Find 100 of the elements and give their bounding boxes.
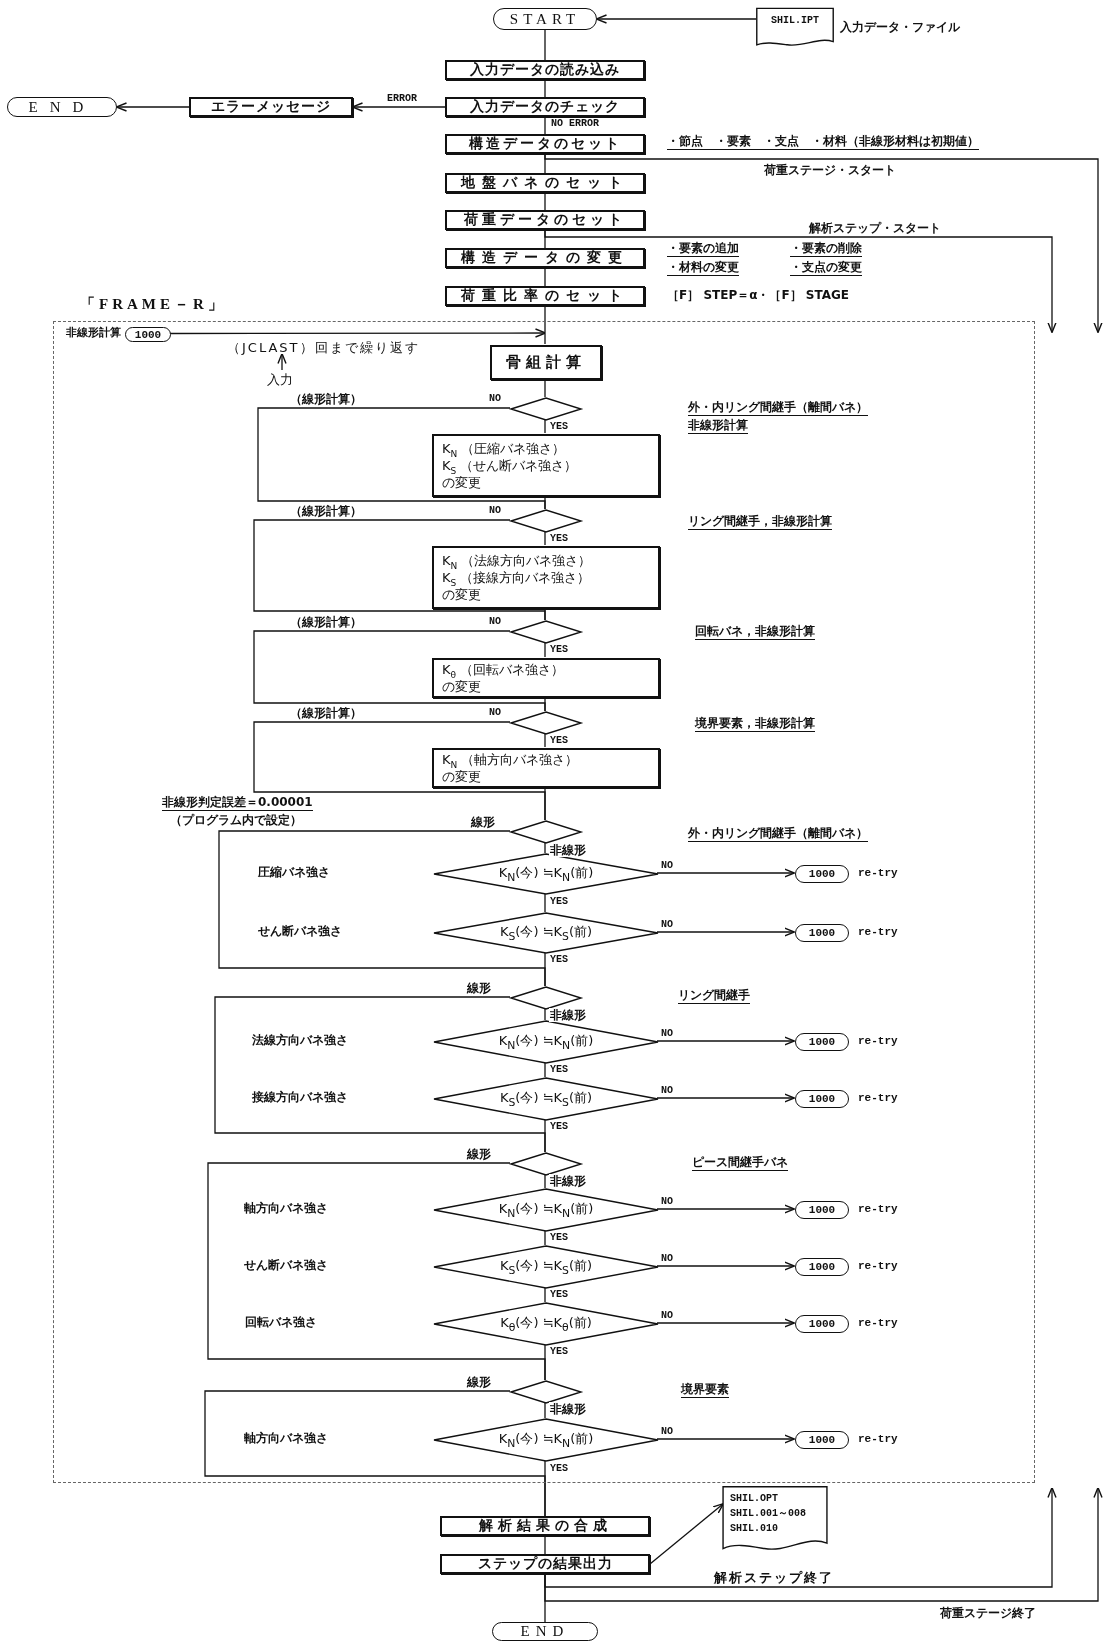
step-text: K$_{S}$ （せん断バネ強さ）: [442, 457, 578, 474]
retry-text: re-try: [858, 1316, 898, 1331]
process-box: [445, 97, 645, 117]
arrow: [544, 1486, 1057, 1588]
step-text: ステップの結果出力: [477, 1555, 613, 1573]
step-text: 1000: [808, 927, 836, 939]
retry-text: re-try: [858, 925, 898, 940]
note-text: 境界要素: [681, 1382, 729, 1398]
process-box: [440, 1516, 650, 1536]
step-text: K$_{N}$ （軸方向バネ強さ）: [442, 751, 579, 768]
step-text: 入力データの読み込み: [470, 61, 620, 79]
process-box: [445, 248, 645, 268]
flow-line: [544, 951, 546, 987]
process-box: [445, 134, 645, 154]
note-text: 入力: [267, 371, 299, 387]
flow-line: [544, 1573, 546, 1623]
flow-line: [544, 641, 546, 658]
decision-diamond: [434, 1078, 658, 1120]
flow-line: [544, 732, 546, 748]
flow-line: [544, 1007, 546, 1021]
note-text: ・節点 ・要素 ・支点 ・材料（非線形材料は初期値）: [667, 134, 979, 150]
decision-diamond: [511, 987, 581, 1009]
decision-diamond: [511, 821, 581, 843]
terminator: [492, 1622, 598, 1641]
edge-label: 非線形: [549, 1402, 587, 1416]
decision-diamond: [434, 1303, 658, 1345]
flow-line: [544, 607, 546, 621]
step-text: の変更: [442, 678, 481, 695]
note-text: せん断バネ強さ: [244, 1258, 328, 1273]
note-text: 接線方向バネ強さ: [252, 1090, 348, 1105]
condition-text: K$_{N}$(今) ≒K$_{N}$(前): [498, 864, 594, 884]
edge-label: 線形: [466, 1375, 492, 1389]
condition-text: K$_{N}$(今) ≒K$_{N}$(前): [498, 1430, 594, 1450]
document-symbol: [756, 8, 834, 48]
step-text: 構造データの変更: [461, 249, 629, 267]
step-text: の変更: [442, 586, 481, 603]
note-text: 外・内リング間継手（離間バネ）: [688, 400, 868, 416]
edge-label: 線形: [470, 815, 496, 829]
note-text: 法線方向バネ強さ: [252, 1033, 348, 1048]
step-text: K$_{S}$ （接線方向バネ強さ）: [442, 569, 591, 586]
note-text: （JCLAST）回まで繰り返す: [227, 339, 477, 355]
note-text: ［F］ STEP＝α・［F］ STAGE: [667, 288, 850, 303]
step-text: 荷重データのセット: [464, 211, 626, 229]
step-text: K$_{N}$ （圧縮バネ強さ）: [442, 440, 566, 457]
file-name: SHIL.OPT: [730, 1492, 778, 1506]
flow-line: [544, 1061, 546, 1078]
decision-diamond: [511, 712, 581, 734]
decision-diamond: [511, 398, 581, 420]
step-text: START: [509, 10, 581, 28]
process-box: [445, 60, 645, 80]
step-text: の変更: [442, 768, 481, 785]
note-text: （線形計算）: [290, 504, 362, 519]
decision-diamond: [511, 621, 581, 643]
edge-label: 非線形: [549, 843, 587, 857]
flow-line: [544, 1343, 546, 1381]
arrow: [277, 352, 287, 371]
retry-text: 非線形計算: [66, 326, 121, 341]
step-text: 荷重比率のセット: [461, 287, 629, 305]
edge-label: 荷重ステージ・スタート: [763, 163, 897, 177]
decision-diamond: [434, 1419, 658, 1461]
flow-line: [544, 892, 546, 913]
flow-line: [544, 1459, 546, 1517]
step-text: の変更: [442, 474, 481, 491]
condition-text: K$_{S}$(今) ≒K$_{S}$(前): [499, 923, 593, 943]
edge-label: 荷重ステージ終了: [939, 1606, 1037, 1620]
frame-title: 「FRAME－R」: [80, 295, 227, 314]
file-name: SHIL.IPT: [771, 14, 819, 28]
note-text: 外・内リング間継手（離間バネ）: [688, 826, 868, 842]
decision-diamond: [511, 1153, 581, 1175]
arrow: [656, 1093, 796, 1103]
terminator: [7, 97, 117, 117]
arrow: [544, 153, 1103, 334]
flow-line: [544, 1401, 546, 1419]
arrow: [544, 229, 1057, 334]
note-text: 回転バネ強さ: [245, 1315, 317, 1330]
flow-line: [544, 29, 546, 61]
note-text: 回転バネ，非線形計算: [695, 624, 815, 640]
note-text: ・要素の削除: [790, 241, 862, 257]
file-name: SHIL.001～008: [730, 1507, 806, 1521]
arrow: [656, 1036, 796, 1046]
retry-text: re-try: [858, 1091, 898, 1106]
arrow: [595, 14, 757, 24]
note-text: 軸方向バネ強さ: [244, 1431, 328, 1446]
step-text: 1000: [808, 1093, 836, 1105]
note-text: （線形計算）: [290, 706, 362, 721]
arrow: [656, 1261, 796, 1271]
process-box: [432, 748, 660, 788]
arrow: [656, 1204, 796, 1214]
step-text: K$_{θ}$ （回転バネ強さ）: [442, 661, 565, 678]
flow-line: [544, 696, 546, 712]
flow-line: [544, 786, 546, 821]
process-box: [440, 1554, 650, 1574]
flow-line: [544, 116, 546, 135]
flow-line: [544, 1173, 546, 1189]
note-text: 軸方向バネ強さ: [244, 1201, 328, 1216]
step-text: エラーメッセージ: [211, 98, 331, 116]
arrow: [115, 102, 190, 112]
terminator: [493, 8, 597, 30]
flow-line: [544, 1286, 546, 1303]
note-text: 圧縮バネ強さ: [258, 865, 330, 880]
